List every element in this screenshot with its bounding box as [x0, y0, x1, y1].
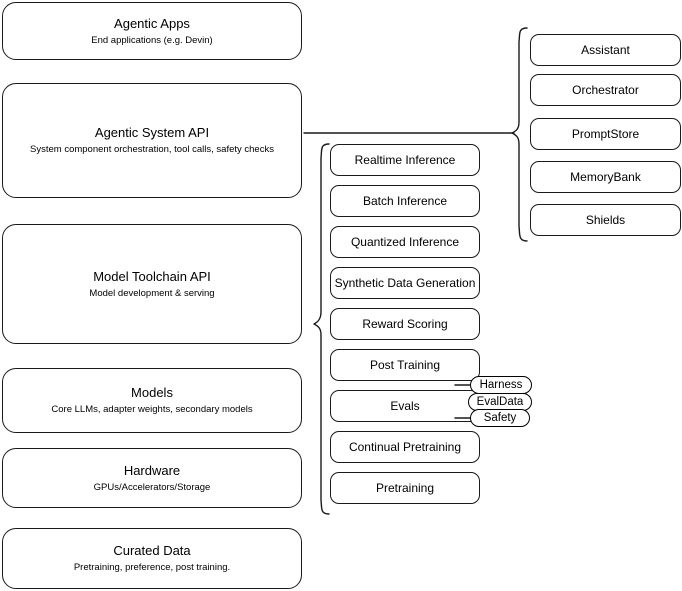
layer-curated-data[interactable]: Curated Data Pretraining, preference, po… — [2, 528, 302, 589]
component-orchestrator[interactable]: Orchestrator — [530, 74, 681, 106]
layer-title: Curated Data — [113, 543, 191, 558]
capability-label: Post Training — [369, 357, 441, 372]
capability-label: Continual Pretraining — [348, 439, 462, 454]
component-label: MemoryBank — [570, 169, 641, 184]
layer-title: Agentic System API — [94, 125, 210, 140]
component-label: Orchestrator — [572, 82, 639, 97]
layer-hardware[interactable]: Hardware GPUs/Accelerators/Storage — [2, 448, 302, 508]
eval-badge-harness[interactable]: Harness — [470, 376, 532, 394]
eval-badge-label: Harness — [479, 378, 523, 391]
component-promptstore[interactable]: PromptStore — [530, 118, 681, 150]
layer-subtitle: GPUs/Accelerators/Storage — [93, 481, 211, 493]
capability-label: Quantized Inference — [350, 234, 460, 249]
component-memorybank[interactable]: MemoryBank — [530, 161, 681, 193]
capability-label: Batch Inference — [362, 193, 448, 208]
component-label: PromptStore — [571, 126, 640, 141]
layer-title: Models — [131, 385, 173, 400]
layer-agentic-system-api[interactable]: Agentic System API System component orch… — [2, 83, 302, 198]
toolchain-capabilities-brace — [313, 143, 330, 515]
layer-subtitle: Pretraining, preference, post training. — [73, 562, 231, 573]
capability-realtime-inference[interactable]: Realtime Inference — [330, 144, 480, 176]
capability-label: Evals — [390, 398, 420, 413]
capability-label: Realtime Inference — [354, 152, 456, 167]
capability-synthetic-data-generation[interactable]: Synthetic Data Generation — [330, 267, 480, 299]
layer-agentic-apps[interactable]: Agentic Apps End applications (e.g. Devi… — [2, 2, 302, 60]
layer-subtitle: Model development & serving — [89, 287, 215, 299]
layer-subtitle: Core LLMs, adapter weights, secondary mo… — [51, 404, 253, 415]
layer-subtitle: End applications (e.g. Devin) — [91, 34, 213, 46]
capability-label: Reward Scoring — [362, 316, 448, 331]
component-shields[interactable]: Shields — [530, 204, 681, 236]
layer-subtitle: System component orchestration, tool cal… — [30, 144, 274, 155]
layer-title: Hardware — [123, 462, 181, 478]
layer-models[interactable]: Models Core LLMs, adapter weights, secon… — [2, 368, 302, 433]
capability-batch-inference[interactable]: Batch Inference — [330, 185, 480, 217]
capability-pretraining[interactable]: Pretraining — [330, 472, 480, 504]
capability-quantized-inference[interactable]: Quantized Inference — [330, 226, 480, 258]
component-label: Shields — [585, 212, 626, 227]
component-assistant[interactable]: Assistant — [530, 34, 681, 66]
component-label: Assistant — [581, 42, 630, 57]
capability-continual-pretraining[interactable]: Continual Pretraining — [330, 431, 480, 463]
capability-label: Synthetic Data Generation — [334, 275, 476, 290]
capability-post-training[interactable]: Post Training — [330, 349, 480, 381]
capability-evals[interactable]: Evals — [330, 390, 480, 422]
capability-reward-scoring[interactable]: Reward Scoring — [330, 308, 480, 340]
system-components-brace — [511, 27, 528, 242]
eval-badge-label: Safety — [483, 411, 517, 424]
eval-badge-safety[interactable]: Safety — [470, 409, 530, 427]
capability-label: Pretraining — [375, 480, 435, 495]
eval-badge-evaldata[interactable]: EvalData — [468, 393, 532, 411]
layer-title: Agentic Apps — [114, 15, 190, 31]
layer-model-toolchain-api[interactable]: Model Toolchain API Model development & … — [2, 224, 302, 344]
layer-title: Model Toolchain API — [93, 268, 211, 284]
eval-badge-label: EvalData — [476, 395, 524, 408]
